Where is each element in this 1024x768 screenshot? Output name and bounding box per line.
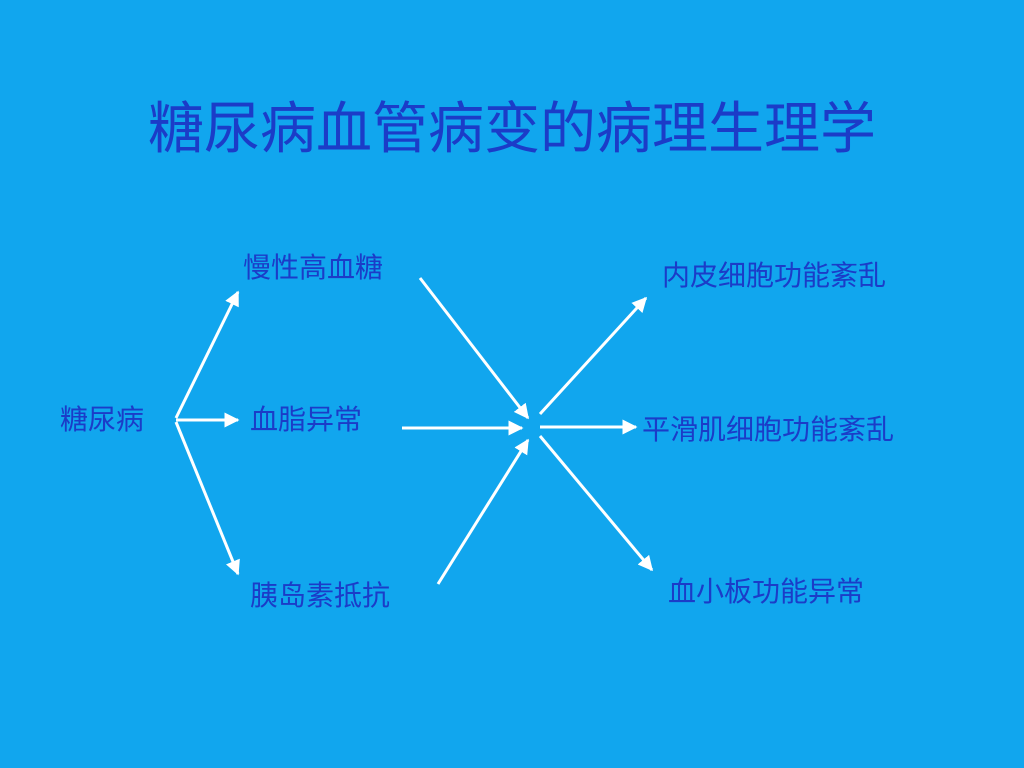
- node-insulin-resistance: 胰岛素抵抗: [250, 579, 391, 612]
- arrow-diabetes-to-insulin-resistance: [174, 421, 240, 576]
- arrow-diabetes-to-hyperglycemia: [174, 290, 240, 419]
- node-endothelial-dysfunction: 内皮细胞功能紊乱: [662, 259, 887, 292]
- arrow-insulin-resistance-to-center: [436, 438, 530, 585]
- node-platelet-dysfunction: 血小板功能异常: [668, 575, 865, 608]
- node-smooth-muscle-dysfunction: 平滑肌细胞功能紊乱: [642, 413, 895, 446]
- slide-title: 糖尿病血管病变的病理生理学: [148, 97, 876, 162]
- node-diabetes: 糖尿病: [60, 403, 145, 436]
- arrow-center-to-endothelial: [538, 296, 648, 416]
- node-chronic-hyperglycemia: 慢性高血糖: [243, 251, 384, 284]
- arrow-center-to-platelet: [538, 435, 654, 572]
- arrow-hyperglycemia-to-center: [418, 277, 530, 420]
- node-dyslipidemia: 血脂异常: [250, 403, 363, 436]
